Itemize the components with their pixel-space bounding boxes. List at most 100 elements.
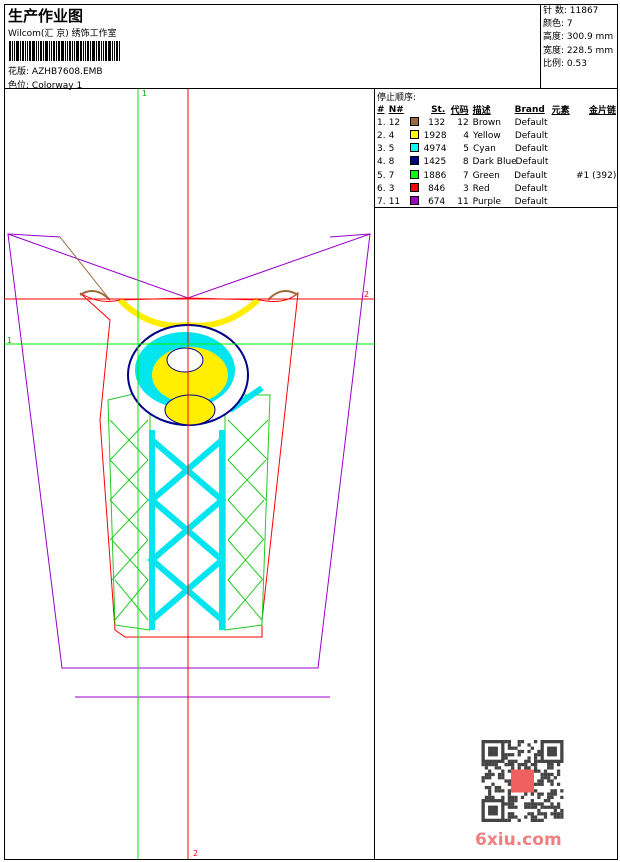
row-index: 2.	[377, 130, 386, 141]
purple-outline	[7, 233, 371, 698]
guide-label-h-green: 1	[7, 336, 12, 345]
brand: Default	[514, 144, 548, 155]
needle-number: 8	[388, 157, 395, 168]
brand: Default	[514, 117, 548, 128]
sequin: #1 (392)	[576, 170, 617, 181]
row-index: 7.	[377, 196, 386, 207]
color-description: Cyan	[473, 144, 496, 155]
brand: Default	[514, 196, 548, 207]
table-caption: 停止顺序:	[377, 93, 417, 103]
stat-4: 比例: 0.53	[543, 58, 616, 71]
stitch-count: 1425	[423, 157, 447, 168]
column-header: 金片链	[588, 106, 616, 117]
color-description: Purple	[472, 196, 502, 207]
stitch-count: 4974	[423, 144, 447, 155]
stat-1: 颜色: 7	[543, 18, 616, 31]
needle-number: 11	[388, 196, 401, 207]
brand: Default	[514, 170, 548, 181]
stat-3: 宽度: 228.5 mm	[543, 45, 616, 58]
color-swatch	[410, 143, 420, 153]
row-index: 4.	[377, 157, 386, 168]
needle-number: 4	[388, 130, 395, 141]
stat-value: 300.9 mm	[566, 32, 614, 43]
stat-label: 针 数:	[543, 6, 567, 16]
column-header: 元素	[551, 106, 570, 117]
color-description: Brown	[472, 117, 501, 128]
color-swatch	[409, 169, 419, 179]
stitch-count: 1928	[423, 130, 447, 141]
color-description: Red	[472, 183, 490, 194]
floral-motif	[79, 290, 299, 426]
row-index: 1.	[377, 117, 386, 128]
brown-line	[59, 236, 111, 301]
column-header: N#	[388, 104, 404, 115]
company-name: Wilcom(汇 京) 绣饰工作室	[8, 29, 117, 39]
stat-value: 7	[566, 19, 573, 30]
embroidery-design: 1 2 2 1	[4, 89, 375, 859]
brand: Default	[514, 130, 548, 141]
color-code: 12	[457, 117, 469, 128]
page-title: 生产作业图	[8, 7, 84, 25]
design-preview: 1 2 2 1	[4, 89, 375, 859]
watermark-logo: 6xiu.com	[475, 830, 562, 850]
guide-label-h-red: 2	[364, 290, 369, 299]
color-swatch	[410, 116, 420, 126]
stat-label: 宽度:	[543, 45, 565, 56]
brand: Default	[515, 157, 549, 168]
column-header: St.	[431, 104, 446, 115]
column-header: #	[377, 104, 385, 115]
color-description: Yellow	[473, 130, 501, 141]
stat-value: 0.53	[566, 58, 587, 69]
color-description: Green	[472, 170, 500, 181]
stitch-count: 846	[428, 183, 446, 194]
qr-code	[481, 740, 564, 822]
stat-label: 高度:	[543, 32, 565, 43]
color-swatch	[410, 195, 420, 205]
stat-0: 针 数: 11867	[543, 5, 616, 18]
colorway-info: 色位: Colorway 1	[8, 78, 82, 91]
column-header: Brand	[514, 104, 545, 115]
stitch-count: 132	[428, 117, 446, 128]
column-header: 代码	[450, 106, 469, 117]
stitch-count: 1886	[423, 170, 447, 181]
color-code: 11	[457, 196, 469, 207]
color-code: 8	[462, 157, 469, 168]
color-description: Dark Blue	[472, 157, 517, 168]
stat-value: 11867	[569, 6, 599, 16]
pattern-label: 花版:	[8, 67, 30, 77]
cyan-lacing	[147, 385, 264, 630]
stat-2: 高度: 300.9 mm	[543, 31, 616, 44]
needle-number: 3	[388, 183, 395, 194]
needle-number: 7	[388, 170, 395, 181]
needle-number: 5	[388, 144, 395, 155]
color-swatch	[410, 182, 420, 192]
row-index: 5.	[377, 170, 386, 181]
brand: Default	[514, 183, 548, 194]
barcode	[9, 41, 120, 61]
pattern-info: 花版: AZHB7608.EMB	[8, 64, 103, 77]
row-index: 3.	[377, 144, 386, 155]
pattern-value: AZHB7608.EMB	[31, 67, 103, 77]
row-index: 6.	[377, 183, 386, 194]
color-code: 5	[463, 144, 470, 155]
needle-number: 12	[388, 117, 401, 128]
guide-label-v-green: 1	[142, 89, 147, 98]
stat-label: 颜色:	[543, 19, 565, 30]
color-swatch	[409, 156, 419, 166]
color-code: 4	[463, 130, 470, 141]
stat-label: 比例:	[543, 58, 565, 69]
color-code: 3	[462, 183, 469, 194]
guide-label-v-red: 2	[193, 849, 198, 858]
red-outline	[79, 291, 299, 638]
color-swatch	[410, 129, 420, 139]
